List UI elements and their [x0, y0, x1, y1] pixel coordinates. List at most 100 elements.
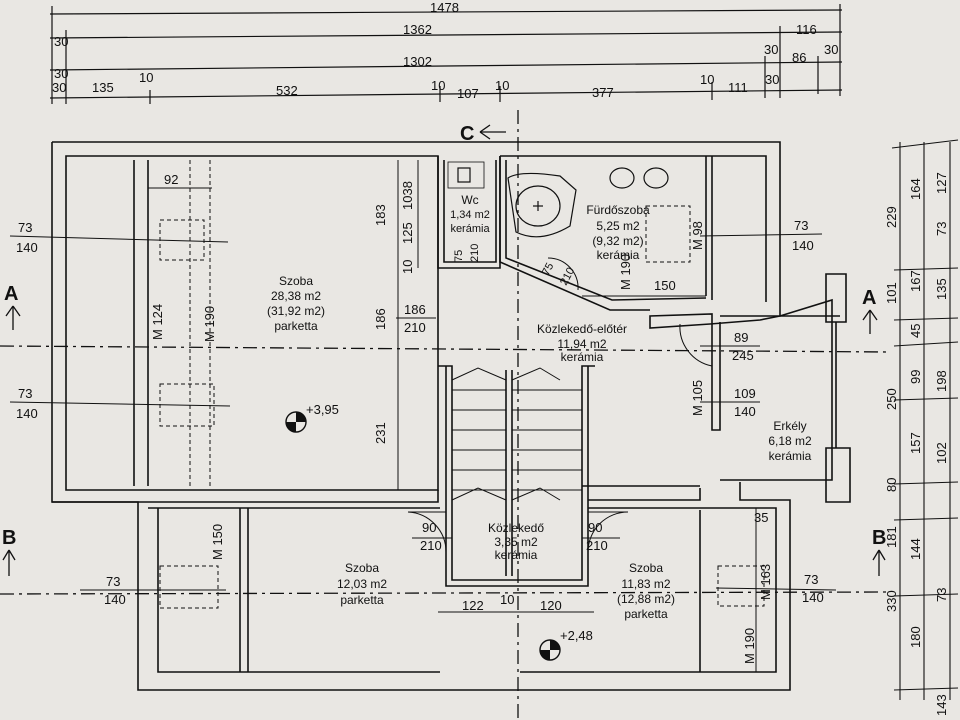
dim-1302: 1302 [403, 54, 432, 69]
dim-30-f: 30 [765, 72, 779, 87]
dim-125: 125 [400, 222, 415, 244]
dim-10-b: 10 [431, 78, 445, 93]
level-lower-label: +2,48 [560, 628, 593, 643]
room-szoba-right-floor: parketta [624, 607, 668, 621]
dim-92: 92 [164, 172, 178, 187]
level-marker-upper: +3,95 [285, 402, 339, 433]
dim-m124: M 124 [150, 304, 165, 340]
room-erkely-name: Erkély [773, 419, 806, 433]
room-kozlekedo-area: 3,35 m2 [494, 535, 538, 549]
d-bath-a: 75 [540, 261, 556, 277]
rdim-164: 164 [908, 178, 923, 200]
rdim-101: 101 [884, 282, 899, 304]
opening-labels: 73 140 73 140 73 140 73 140 73 140 186 2… [16, 218, 824, 607]
dim-150-bath: 150 [654, 278, 676, 293]
w-right-top-b: 140 [792, 238, 814, 253]
dim-m190-right: M 190 [742, 628, 757, 664]
w-balcony-a: 109 [734, 386, 756, 401]
dim-231: 231 [373, 422, 388, 444]
room-kozlekedo-name: Közlekedő [488, 521, 544, 535]
dim-30-a: 30 [54, 34, 68, 49]
rdim-99: 99 [908, 370, 923, 384]
room-kozlekedo-floor: kerámia [495, 548, 538, 562]
d-left-a: 90 [422, 520, 436, 535]
interior-dim-lines [148, 160, 757, 672]
w-left-top-b: 140 [16, 240, 38, 255]
room-szoba-left-floor: parketta [340, 593, 384, 607]
room-szoba-right-name: Szoba [629, 561, 663, 575]
dim-10-a: 10 [139, 70, 153, 85]
rdim-198: 198 [934, 370, 949, 392]
room-szoba-main-floor: parketta [274, 319, 318, 333]
right-dimension-labels: 229 101 250 80 181 330 164 167 45 99 157… [884, 172, 949, 716]
dim-30-c: 30 [764, 42, 778, 57]
right-dimension-lines [891, 139, 959, 700]
room-szoba-main-name: Szoba [279, 274, 313, 288]
room-labels: Szoba 28,38 m2 (31,92 m2) parketta Wc 1,… [267, 193, 812, 621]
room-wc-area: 1,34 m2 [450, 209, 490, 221]
d-wc-b: 210 [469, 244, 481, 262]
top-dimension-lines [49, 4, 843, 104]
w-bl-b: 140 [104, 592, 126, 607]
room-wc-name: Wc [461, 193, 478, 207]
top-dimension-labels: 1478 1362 116 30 30 1302 30 86 30 30 135… [52, 0, 838, 101]
room-szoba-main-area2: (31,92 m2) [267, 304, 325, 318]
door-swings [407, 257, 713, 553]
dim-377: 377 [592, 85, 614, 100]
dim-m105: M 105 [690, 380, 705, 416]
dim-30-e: 30 [52, 80, 66, 95]
room-szoba-main-area: 28,38 m2 [271, 289, 321, 303]
opening-fractions [9, 233, 837, 591]
dim-183: 183 [373, 204, 388, 226]
room-furdo-area2: (9,32 m2) [592, 234, 643, 248]
rdim-167: 167 [908, 270, 923, 292]
level-marker-lower: +2,48 [539, 628, 593, 661]
dim-m150: M 150 [210, 524, 225, 560]
dim-111: 111 [728, 80, 748, 95]
toilet-icon [457, 167, 471, 183]
rdim-330: 330 [884, 590, 899, 612]
section-b-right: B [872, 527, 886, 549]
rdim-127: 127 [934, 172, 949, 194]
dim-m190-bath: M 190 [618, 254, 633, 290]
section-a-right: A [862, 287, 876, 309]
rdim-180: 180 [908, 626, 923, 648]
d-main-a: 186 [404, 302, 426, 317]
walls [51, 141, 851, 691]
d-main-b: 210 [404, 320, 426, 335]
room-erkely-floor: kerámia [769, 449, 812, 463]
room-furdo-area: 5,25 m2 [596, 219, 640, 233]
rdim-80: 80 [884, 478, 899, 492]
w-br-b: 140 [802, 590, 824, 605]
section-b-left: B [2, 527, 16, 549]
room-eloter-name: Közlekedő-előtér [537, 322, 627, 336]
d-right-b: 210 [586, 538, 608, 553]
w-bl-a: 73 [106, 574, 120, 589]
w-left-top-a: 73 [18, 220, 32, 235]
w-right-top-a: 73 [794, 218, 808, 233]
d-balcony-b: 245 [732, 348, 754, 363]
room-szoba-right-area2: (12,88 m2) [617, 592, 675, 606]
dim-135: 135 [92, 80, 114, 95]
room-erkely-area: 6,18 m2 [768, 434, 812, 448]
dim-m190-main: M 190 [202, 306, 217, 342]
room-szoba-right-area: 11,83 m2 [621, 577, 670, 591]
dim-107: 107 [457, 86, 479, 101]
room-szoba-left-name: Szoba [345, 561, 379, 575]
room-szoba-left-area: 12,03 m2 [337, 577, 387, 591]
section-c-top: C [460, 123, 474, 145]
d-balcony-a: 89 [734, 330, 748, 345]
room-furdo-floor: kerámia [597, 248, 640, 262]
dim-m163: M 163 [758, 564, 773, 600]
room-eloter-floor: kerámia [561, 350, 604, 364]
section-markers: A A B B C [2, 123, 886, 576]
interior-dims: 92 183 186 231 1038 125 10 150 M 98 M 12… [150, 172, 773, 664]
dim-122: 122 [462, 598, 484, 613]
rdim-73-a: 73 [934, 222, 949, 236]
w-left-mid-a: 73 [18, 386, 32, 401]
rdim-143: 143 [934, 694, 949, 716]
dim-10-c: 10 [495, 78, 509, 93]
level-upper-label: +3,95 [306, 402, 339, 417]
rdim-250: 250 [884, 388, 899, 410]
